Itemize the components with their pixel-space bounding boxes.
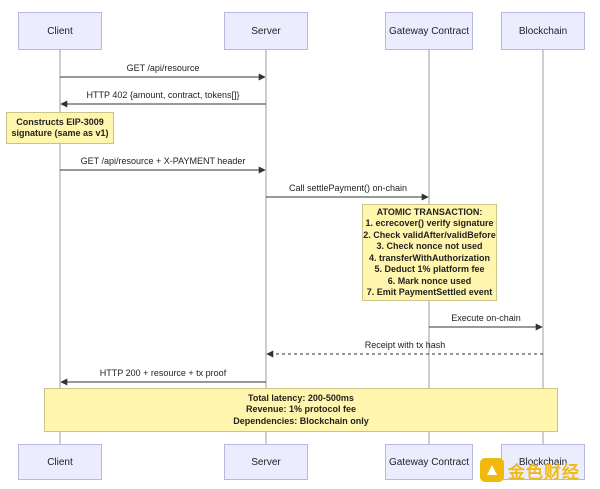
note-line: ATOMIC TRANSACTION: bbox=[376, 206, 483, 217]
note-line: Revenue: 1% protocol fee bbox=[245, 404, 357, 415]
watermark-text: 金色财经 bbox=[508, 462, 580, 482]
actor-client-top: Client bbox=[18, 12, 102, 50]
note-client-signature: Constructs EIP-3009 signature (same as v… bbox=[6, 112, 114, 144]
note-line: Constructs EIP-3009 bbox=[16, 116, 104, 127]
note-line: 6. Mark nonce used bbox=[387, 275, 472, 286]
actor-blockchain-bottom: Blockchain bbox=[501, 444, 585, 480]
actor-label: Blockchain bbox=[518, 25, 568, 37]
actor-gateway-top: Gateway Contract bbox=[385, 12, 473, 50]
actor-blockchain-top: Blockchain bbox=[501, 12, 585, 50]
note-line: 2. Check validAfter/validBefore bbox=[363, 229, 496, 240]
note-summary: Total latency: 200-500ms Revenue: 1% pro… bbox=[44, 388, 558, 432]
watermark: 金色财经 bbox=[480, 454, 598, 486]
actor-label: Client bbox=[47, 25, 73, 37]
actor-label: Gateway Contract bbox=[388, 456, 470, 468]
msg-get-payment: GET /api/resource + X-PAYMENT header bbox=[80, 156, 246, 166]
note-line: 1. ecrecover() verify signature bbox=[365, 218, 494, 228]
actor-label: Client bbox=[47, 456, 73, 468]
actor-label: Server bbox=[251, 25, 281, 37]
actor-server-top: Server bbox=[224, 12, 308, 50]
note-line: 7. Emit PaymentSettled event bbox=[366, 287, 493, 297]
msg-http-200: HTTP 200 + resource + tx proof bbox=[99, 368, 227, 378]
actor-server-bottom: Server bbox=[224, 444, 308, 480]
note-line: Dependencies: Blockchain only bbox=[233, 415, 369, 426]
note-atomic-transaction: ATOMIC TRANSACTION: 1. ecrecover() verif… bbox=[362, 204, 497, 301]
actor-client-bottom: Client bbox=[18, 444, 102, 480]
note-line: 3. Check nonce not used bbox=[376, 241, 483, 251]
actor-gateway-bottom: Gateway Contract bbox=[385, 444, 473, 480]
note-line: 5. Deduct 1% platform fee bbox=[374, 264, 485, 274]
note-line: signature (same as v1) bbox=[11, 128, 109, 138]
actor-label: Blockchain bbox=[518, 456, 568, 468]
msg-receipt: Receipt with tx hash bbox=[364, 340, 446, 350]
msg-execute: Execute on-chain bbox=[451, 313, 521, 323]
msg-settle-payment: Call settlePayment() on-chain bbox=[288, 183, 408, 193]
actor-label: Server bbox=[251, 456, 281, 468]
msg-get-resource: GET /api/resource bbox=[126, 63, 200, 73]
note-line: 4. transferWithAuthorization bbox=[369, 252, 490, 263]
actor-label: Gateway Contract bbox=[388, 25, 470, 37]
note-line: Total latency: 200-500ms bbox=[248, 392, 354, 403]
msg-http-402: HTTP 402 {amount, contract, tokens[]} bbox=[86, 90, 240, 100]
watermark-logo-icon bbox=[480, 458, 504, 482]
